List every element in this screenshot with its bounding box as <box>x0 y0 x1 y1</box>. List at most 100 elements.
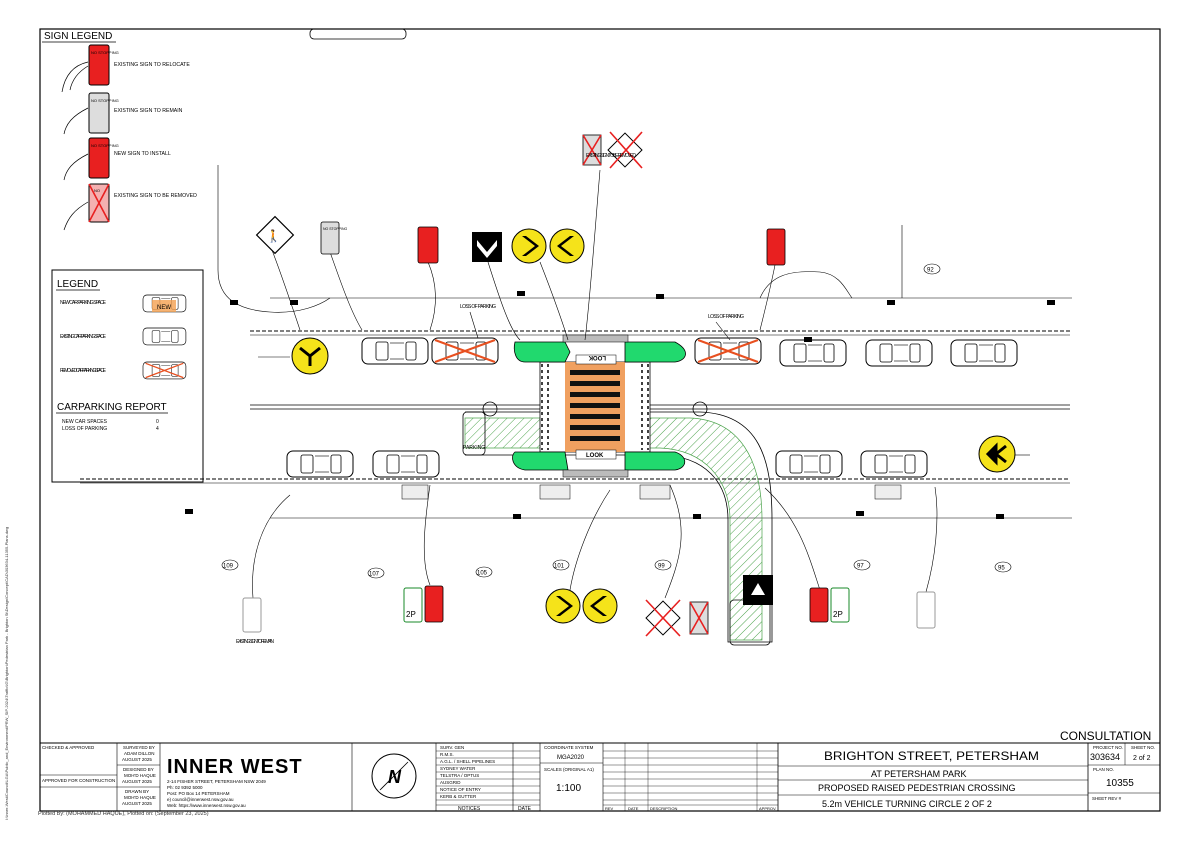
checked-approved-label: CHECKED & APPROVED <box>42 745 95 750</box>
keep-left-sign-icon-2 <box>978 435 1016 473</box>
chevron-up-sign-icon <box>743 575 773 605</box>
house-number-105: 105 <box>477 571 488 577</box>
sign-legend-sign-1: NO STOPPING <box>91 50 119 55</box>
sign-relocate-icon <box>88 44 110 86</box>
sign-legend-label-4: EXISTING SIGN TO BE REMOVED <box>114 193 197 199</box>
chevron-pair-sign-bottom-icon <box>545 588 618 624</box>
drawing-title-1: BRIGHTON STREET, PETERSHAM <box>824 749 1039 763</box>
new-no-stopping-sign-icon-2 <box>766 228 786 266</box>
loss-parking-label-2: LOSS OF PARKING <box>708 314 744 320</box>
coordinate-system-label: COORDINATE SYSTEM <box>544 745 594 750</box>
sign-legend-title: SIGN LEGEND <box>44 31 112 42</box>
parking-sign-pair-right-icon: 2P <box>809 587 850 623</box>
council-logo: INNER WEST <box>167 756 303 778</box>
legend-box: LEGEND NEW CAR PARKING SPACE NEW EXISTIN… <box>51 269 204 483</box>
drawn-date: AUGUST 2025 <box>122 801 152 806</box>
new-no-stopping-sign-icon <box>417 226 439 264</box>
scale-value: 1:100 <box>556 783 581 794</box>
notices-header: NOTICES <box>458 806 481 812</box>
report-new-label: NEW CAR SPACES <box>62 419 108 425</box>
svg-text:🚶: 🚶 <box>266 229 281 243</box>
legend-new-car: NEW CAR PARKING SPACE <box>60 300 107 306</box>
house-number-99: 99 <box>658 564 665 570</box>
drawing-frame <box>39 28 1161 812</box>
surveyed-by-label: SURVEYED BY <box>123 745 155 750</box>
plan-signs: 🚶 NO STOPPING EXISTING SIGN TO B <box>236 131 1016 645</box>
plotted-by-label: Plotted By: (MOHAMMED HAQUE), Plotted on… <box>38 811 209 817</box>
sign-new-icon <box>88 137 110 179</box>
house-number-109: 109 <box>223 564 234 570</box>
existing-sign-removed-label: EXISTING SIGN TO BE REMOVED <box>586 153 636 159</box>
sign-remain-icon <box>88 92 110 134</box>
removed-signs-bottom-icon <box>645 599 709 637</box>
scales-label: SCALES (ORIGINAL A1) <box>544 767 594 772</box>
project-no-label: PROJECT NO. <box>1093 745 1123 750</box>
sheet-rev-label: SHEET REV # <box>1092 796 1122 801</box>
file-path-label: I:\Inner-West\Council\LGA\Public_and_Env… <box>4 526 9 820</box>
report-loss-value: 4 <box>156 426 159 432</box>
council-address: 2-14 FISHER STREET, PETERSHAM NSW 2049 <box>167 779 266 784</box>
sign-legend-sign-4: NO <box>94 188 100 193</box>
notice-6: NOTICE OF ENTRY <box>440 787 481 792</box>
legend-title: LEGEND <box>57 279 98 290</box>
notice-1: R.M.S. <box>440 752 454 757</box>
council-post: Post: PO Box 14 PETERSHAM <box>167 791 230 796</box>
plan-no: 10355 <box>1106 778 1134 789</box>
legend-removed-car: REMOVED CAR PARKING SPACE <box>60 368 107 374</box>
existing-sign-remain-icon-2 <box>916 591 936 629</box>
existing-no-stopping-sign-icon <box>320 221 340 255</box>
rev-date-header: DATE <box>628 806 639 811</box>
no-stopping-grey-label: NO STOPPING <box>323 227 348 231</box>
drawing-title-2: AT PETERSHAM PARK <box>871 769 967 779</box>
drawn-by-label: DRAWN BY <box>125 789 149 794</box>
parking-label: PARKING <box>463 445 485 451</box>
look-marking-top: LOOK <box>588 354 606 360</box>
notice-3: SYDNEY WATER <box>440 766 476 771</box>
notice-2: A.G.L. / SHELL PIPELINES <box>440 759 495 764</box>
road-plan: LOOK LOOK LOSS OF PARKING LOSS OF PARKIN… <box>80 165 1072 646</box>
sign-legend-label-2: EXISTING SIGN TO REMAIN <box>114 108 183 114</box>
council-email: e) council@innerwest.nsw.gov.au <box>167 797 234 802</box>
sign-legend-label-1: EXISTING SIGN TO RELOCATE <box>114 62 190 68</box>
house-number-101: 101 <box>554 564 565 570</box>
chevron-down-sign-icon <box>472 232 502 262</box>
council-web: Web: https://www.innerwest.nsw.gov.au <box>167 803 246 808</box>
house-number-107: 107 <box>369 572 380 578</box>
council-phone: Ph: 02 9392 5000 <box>167 785 203 790</box>
house-number-92: 92 <box>927 268 934 274</box>
zebra-stripes <box>570 370 620 441</box>
surveyor-name: ADAM DILLON <box>124 751 155 756</box>
consultation-label: CONSULTATION <box>1060 729 1151 743</box>
parking-sign-pair-left-icon: 2P <box>403 585 444 623</box>
north-label: N <box>388 767 402 787</box>
removed-signs-top-icon <box>582 131 643 169</box>
notice-0: SURV. GEN <box>440 745 464 750</box>
notice-7: KERB & GUTTER <box>440 794 477 799</box>
chevron-pair-sign-icon <box>511 228 585 264</box>
sign-2p-left: 2P <box>406 610 416 619</box>
sign-2p-right: 2P <box>833 610 843 619</box>
drafter-name: MOH'D HAQUE <box>124 795 156 800</box>
designed-by-label: DESIGNED BY <box>123 767 154 772</box>
designed-date: AUGUST 2025 <box>122 779 152 784</box>
project-no: 303634 <box>1090 752 1120 762</box>
loss-parking-label-1: LOSS OF PARKING <box>460 304 496 310</box>
pedestrian-warning-sign-icon: 🚶 <box>255 215 295 255</box>
plan-no-label: PLAN NO. <box>1093 767 1114 772</box>
rev-approv-header: APPROV. <box>759 806 776 811</box>
legend-existing-car: EXISTING CAR PARKING SPACE <box>60 334 107 340</box>
top-tab <box>309 28 407 40</box>
drawing-title-3: PROPOSED RAISED PEDESTRIAN CROSSING <box>818 783 1016 793</box>
surveyed-date: AUGUST 2025 <box>122 757 152 762</box>
keep-left-sign-icon <box>291 337 329 375</box>
sheet-no: 2 of 2 <box>1133 755 1151 762</box>
designer-name: MOH'D HAQUE <box>124 773 156 778</box>
approved-construction-label: APPROVED FOR CONSTRUCTION <box>42 778 115 783</box>
date-header: DATE <box>518 806 532 812</box>
carparking-report-title: CARPARKING REPORT <box>57 402 167 413</box>
report-loss-label: LOSS OF PARKING <box>62 426 107 432</box>
house-number-tags: 92 109 107 105 101 99 97 95 <box>221 263 1012 579</box>
new-car-fill-icon <box>152 300 176 312</box>
notice-4: TELSTRA / OPTUS <box>440 773 479 778</box>
coordinate-system-value: MGA2020 <box>557 755 585 761</box>
